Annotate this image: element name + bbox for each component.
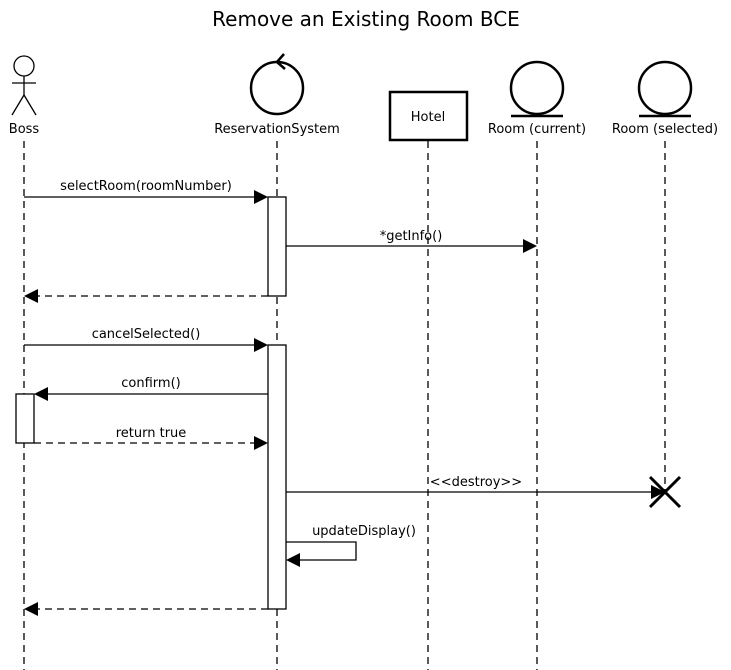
hotel-box <box>388 90 469 142</box>
arrow-head <box>254 190 268 204</box>
message-label-confirm: confirm() <box>121 376 180 391</box>
diagram-title: Remove an Existing Room BCE <box>212 7 520 31</box>
entity-icon <box>637 60 693 118</box>
participant-room-selected-label: Room (selected) <box>612 122 718 137</box>
arrow-head <box>523 239 537 253</box>
activation-bar <box>15 393 35 444</box>
arrow-head <box>34 387 48 401</box>
message-label-update-display: updateDisplay() <box>312 524 416 539</box>
message-label-cancel-selected: cancelSelected() <box>92 327 201 342</box>
arrow-head <box>24 289 38 303</box>
entity-icon <box>509 60 565 118</box>
arrow-head <box>254 338 268 352</box>
participant-reservationsystem-label: ReservationSystem <box>214 122 340 137</box>
message-label-destroy: <<destroy>> <box>430 475 522 490</box>
activation-bar <box>267 344 287 610</box>
boss-actor-icon <box>11 55 37 116</box>
arrow-head <box>651 485 665 499</box>
arrow-head <box>254 436 268 450</box>
message-label-select-room: selectRoom(roomNumber) <box>60 179 232 194</box>
self-message-arrow <box>286 541 357 561</box>
destroy-x-icon <box>648 475 682 509</box>
arrow-head <box>24 602 38 616</box>
participant-boss-label: Boss <box>9 122 40 137</box>
activation-bar <box>267 196 287 297</box>
message-label-get-info: *getInfo() <box>380 229 443 244</box>
participant-room-current-label: Room (current) <box>488 122 586 137</box>
arrow-head <box>286 553 300 567</box>
message-label-return-true: return true <box>116 426 187 441</box>
participant-hotel-label: Hotel <box>411 110 445 125</box>
control-icon <box>249 53 305 116</box>
